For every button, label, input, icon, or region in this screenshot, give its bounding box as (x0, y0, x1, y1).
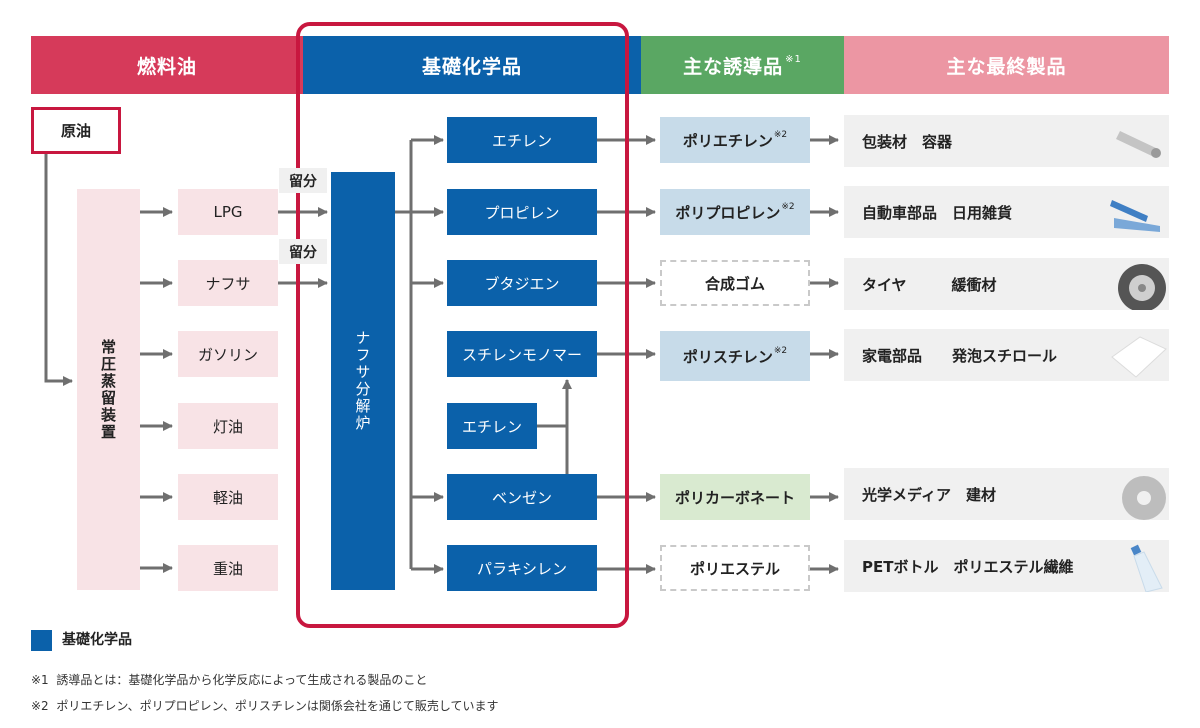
deriv-polyethylene: ポリエチレン※2 (660, 117, 810, 163)
basic-chemicals-highlight-frame (296, 22, 629, 628)
fuel-diesel-label: 軽油 (212, 488, 243, 507)
deriv-polyester-label: ポリエステル (689, 559, 780, 578)
header-fuel-oil: 燃料油 (31, 36, 303, 94)
final-product-6: PETボトル ポリエステル繊維 (844, 540, 1169, 592)
final-product-1-label: 包装材 容器 (862, 132, 953, 151)
naphtha-cracker-label: ナフサ分解炉 (353, 330, 372, 432)
deriv-polypropylene-label: ポリプロピレン (675, 203, 781, 222)
distillation-unit-label: 常圧蒸留装置 (99, 338, 117, 441)
basic-propylene: プロピレン (447, 189, 597, 235)
fuel-gasoline: ガソリン (178, 331, 278, 377)
deriv-polyethylene-label: ポリエチレン (682, 131, 773, 150)
final-product-3: タイヤ 緩衝材 (844, 258, 1169, 310)
pipe-icon (1116, 131, 1161, 158)
basic-styrene-monomer-label: スチレンモノマー (461, 345, 582, 364)
legend-swatch (31, 630, 52, 651)
naphtha-cracker: ナフサ分解炉 (331, 172, 395, 590)
final-product-5-label: 光学メディア 建材 (862, 485, 996, 504)
header-basic-chemicals-label: 基礎化学品 (421, 55, 522, 78)
final-product-4: 家電部品 発泡スチロール (844, 329, 1169, 381)
fraction-tag-naphtha-label: 留分 (289, 244, 317, 261)
header-final-products: 主な最終製品 (844, 36, 1169, 94)
fraction-tag-lpg-label: 留分 (289, 173, 317, 190)
deriv-polypropylene-mark: ※2 (781, 202, 795, 212)
final-product-4-label: 家電部品 発泡スチロール (862, 346, 1058, 365)
deriv-synthetic-rubber-label: 合成ゴム (704, 274, 765, 293)
deriv-polypropylene: ポリプロピレン※2 (660, 189, 810, 235)
deriv-polycarbonate: ポリカーボネート (660, 474, 810, 520)
basic-butadiene-label: ブタジエン (484, 274, 560, 293)
fuel-naphtha-label: ナフサ (205, 274, 251, 293)
basic-benzene: ベンゼン (447, 474, 597, 520)
final-product-2: 自動車部品 日用雑貨 (844, 186, 1169, 238)
bottle-icon (1130, 544, 1163, 592)
legend-label: 基礎化学品 (62, 632, 132, 648)
header-final-products-label: 主な最終製品 (946, 55, 1067, 78)
deriv-polystyrene-mark: ※2 (773, 346, 788, 356)
tire-icon (1118, 264, 1166, 310)
final-product-2-label: 自動車部品 日用雑貨 (862, 203, 1013, 222)
final-product-3-label: タイヤ 緩衝材 (862, 275, 997, 294)
header-basic-chemicals: 基礎化学品 (303, 36, 641, 94)
foam-block-icon (1111, 336, 1167, 378)
basic-ethylene-feed: エチレン (447, 403, 537, 449)
fuel-diesel: 軽油 (178, 474, 278, 520)
header-derivatives-mark: ※1 (785, 53, 802, 65)
basic-ethylene-label: エチレン (491, 131, 552, 150)
crude-to-distiller-arrow (44, 154, 73, 386)
basic-benzene-label: ベンゼン (491, 488, 552, 507)
header-derivatives-label: 主な誘導品 (683, 55, 784, 78)
deriv-polycarbonate-label: ポリカーボネート (674, 488, 795, 507)
disc-icon (1122, 476, 1166, 520)
basic-ethylene: エチレン (447, 117, 597, 163)
basic-ethylene-feed-label: エチレン (461, 417, 522, 436)
basic-butadiene: ブタジエン (447, 260, 597, 306)
fraction-tag-lpg: 留分 (279, 168, 327, 193)
distillation-unit: 常圧蒸留装置 (77, 189, 140, 590)
fuel-heavy-oil-label: 重油 (212, 559, 243, 578)
basic-paraxylene: パラキシレン (447, 545, 597, 591)
deriv-polyester: ポリエステル (660, 545, 810, 591)
header-fuel-oil-label: 燃料油 (136, 55, 197, 78)
fuel-lpg-label: LPG (213, 203, 243, 221)
final-product-6-label: PETボトル ポリエステル繊維 (862, 557, 1074, 576)
fraction-tag-naphtha: 留分 (279, 239, 327, 264)
footnote-1: ※1 誘導品とは：基礎化学品から化学反応によって生成される製品のこと (31, 673, 428, 687)
deriv-polyethylene-mark: ※2 (773, 130, 788, 140)
fuel-gasoline-label: ガソリン (197, 345, 258, 364)
basic-paraxylene-label: パラキシレン (476, 559, 567, 578)
deriv-polystyrene: ポリスチレン※2 (660, 331, 810, 381)
basic-styrene-monomer: スチレンモノマー (447, 331, 597, 377)
crude-oil-label: 原油 (60, 122, 91, 140)
basic-propylene-label: プロピレン (484, 203, 560, 222)
fuel-naphtha: ナフサ (178, 260, 278, 306)
deriv-polystyrene-label: ポリスチレン (682, 347, 773, 366)
footnote-2: ※2 ポリエチレン、ポリプロピレン、ポリスチレンは関係会社を通じて販売しています (31, 699, 499, 713)
fuel-kerosene-label: 灯油 (212, 417, 243, 436)
deriv-synthetic-rubber: 合成ゴム (660, 260, 810, 306)
fuel-kerosene: 灯油 (178, 403, 278, 449)
fuel-lpg: LPG (178, 189, 278, 235)
final-product-5: 光学メディア 建材 (844, 468, 1169, 520)
crude-oil-box: 原油 (31, 107, 121, 154)
header-derivatives: 主な誘導品※1 (641, 36, 844, 94)
stapler-icon (1110, 200, 1160, 232)
fuel-heavy-oil: 重油 (178, 545, 278, 591)
final-product-1: 包装材 容器 (844, 115, 1169, 167)
